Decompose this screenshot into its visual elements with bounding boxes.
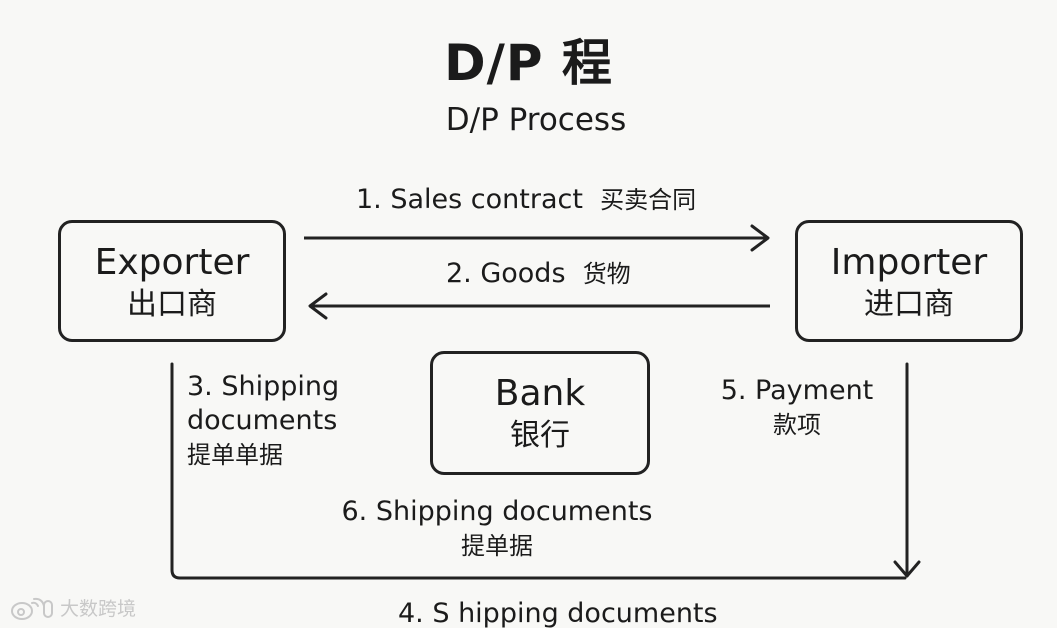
step5-label-zh: 款项 — [773, 411, 821, 439]
arrow-sales-contract — [304, 224, 770, 252]
step3-label-en-line2: documents — [187, 405, 338, 436]
step3-label-en-line1: 3. Shipping — [187, 371, 340, 402]
step3-label-zh: 提单单据 — [187, 441, 283, 469]
step5-label-en: 5. Payment — [720, 375, 874, 406]
importer-label-en: Importer — [830, 242, 988, 283]
exporter-label-zh: 出口商 — [127, 287, 217, 322]
bank-label-zh: 银行 — [510, 418, 570, 453]
step4-label-en: 4. S hipping documents — [398, 598, 718, 628]
watermark-text: 大数跨境 — [60, 598, 137, 620]
arrow-shipping-documents-path — [170, 362, 907, 580]
step5-label: 5. Payment 款项 — [719, 374, 875, 442]
watermark: 大数跨境 — [10, 596, 136, 622]
exporter-box: Exporter 出口商 — [58, 220, 286, 342]
exporter-label-en: Exporter — [94, 242, 250, 283]
step3-label: 3. Shipping documents 提单单据 — [187, 370, 339, 472]
step6-label: 6. Shipping documents 提单据 — [337, 495, 657, 563]
bank-box: Bank 银行 — [430, 351, 650, 475]
step1-label-en: 1. Sales contract — [356, 184, 583, 215]
importer-box: Importer 进口商 — [795, 220, 1023, 342]
step2-label: 2. Goods 货物 — [446, 257, 631, 291]
bank-label-en: Bank — [494, 373, 586, 414]
step2-label-zh: 货物 — [582, 260, 631, 288]
importer-label-zh: 进口商 — [864, 287, 954, 322]
step1-label-zh: 买卖合同 — [600, 186, 697, 214]
step2-label-en: 2. Goods — [446, 258, 566, 289]
page-title: D/P 程 — [444, 34, 613, 92]
step6-label-zh: 提单据 — [461, 532, 533, 560]
weibo-logo-icon — [11, 597, 53, 620]
step1-label: 1. Sales contract 买卖合同 — [356, 183, 696, 217]
step4-label: 4. S hipping documents — [398, 597, 718, 628]
step6-label-en: 6. Shipping documents — [341, 496, 653, 527]
page-subtitle: D/P Process — [445, 102, 627, 138]
arrow-payment — [893, 362, 921, 578]
arrow-goods — [308, 292, 770, 320]
